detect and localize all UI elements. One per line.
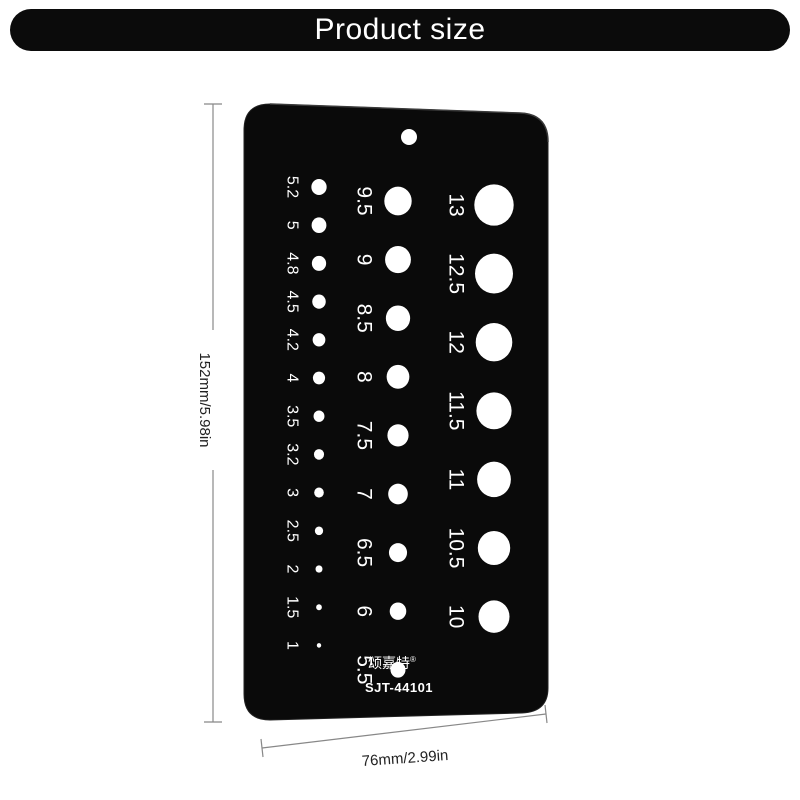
small-hole-5 <box>311 217 327 233</box>
banner-title: Product size <box>314 13 486 46</box>
height-dimension: 152mm/5.98in <box>195 103 222 723</box>
medium-hole-6.5 <box>388 543 408 563</box>
large-hole-11 <box>477 461 511 498</box>
small-size-label: 3.5 <box>284 405 301 427</box>
small-size-column: 5.2 5 4.8 4.5 4.2 4 3.5 3.2 3 2.5 2 1.5 1 <box>284 176 327 650</box>
medium-hole-6 <box>389 602 407 620</box>
height-label-bg <box>195 330 221 470</box>
model-number: SJT-44101 <box>365 680 433 695</box>
title-banner: Product size <box>10 9 790 51</box>
medium-size-label: 8 <box>353 371 376 383</box>
small-hole-3 <box>314 487 324 498</box>
width-dimension: 76mm/2.99in <box>260 704 548 770</box>
small-hole-2.5 <box>314 526 324 536</box>
large-hole-12 <box>475 322 513 362</box>
small-hole-4.8 <box>311 255 327 271</box>
small-size-label: 5.2 <box>284 176 301 198</box>
small-size-label: 4 <box>284 374 301 383</box>
large-size-label: 10 <box>445 605 468 628</box>
small-hole-4.5 <box>312 294 326 309</box>
width-label: 76mm/2.99in <box>361 747 449 770</box>
large-hole-13 <box>474 184 514 226</box>
small-hole-3.2 <box>313 449 325 460</box>
small-hole-1.5 <box>316 604 322 611</box>
brand-logo-text: 颂嘉特® <box>368 655 416 671</box>
medium-size-label: 7.5 <box>353 421 376 450</box>
small-size-label: 1 <box>284 641 301 650</box>
needle-gauge: 5.2 5 4.8 4.5 4.2 4 3.5 3.2 3 2.5 2 1.5 1 9.5 9 8.5 8 7.… <box>243 103 549 721</box>
medium-size-label: 7 <box>353 488 376 500</box>
medium-size-label: 8.5 <box>353 304 376 333</box>
large-hole-10.5 <box>477 530 511 566</box>
large-size-label: 11 <box>445 468 468 490</box>
medium-size-label: 6.5 <box>353 538 376 567</box>
large-hole-10 <box>478 600 510 633</box>
medium-size-label: 6 <box>353 605 376 617</box>
small-size-label: 2 <box>284 565 301 574</box>
small-hole-1 <box>316 643 322 648</box>
width-dimension-cap-left <box>260 738 264 758</box>
small-size-label: 2.5 <box>284 520 301 542</box>
small-size-label: 3.2 <box>284 443 301 465</box>
small-size-label: 1.5 <box>284 596 301 618</box>
small-size-label: 4.5 <box>284 290 301 312</box>
width-dimension-line <box>261 713 547 749</box>
medium-size-column: 9.5 9 8.5 8 7.5 7 6.5 6 5.5 <box>353 186 412 684</box>
large-size-label: 13 <box>445 193 468 216</box>
small-size-label: 5 <box>284 221 301 230</box>
small-hole-2 <box>315 565 323 573</box>
large-hole-11.5 <box>476 392 512 430</box>
gauge-edge-highlight <box>269 103 549 143</box>
small-hole-4 <box>312 371 326 385</box>
height-label: 152mm/5.98in <box>196 352 213 447</box>
medium-hole-9.5 <box>384 186 412 216</box>
small-hole-5.2 <box>311 178 327 196</box>
medium-size-label: 9 <box>353 254 376 266</box>
large-hole-12.5 <box>475 253 513 294</box>
medium-hole-5.5 <box>390 661 406 678</box>
medium-hole-8 <box>386 364 410 389</box>
medium-hole-7.5 <box>387 424 409 447</box>
large-size-label: 12.5 <box>445 253 468 294</box>
medium-hole-8.5 <box>385 305 411 331</box>
large-size-label: 10.5 <box>445 528 468 569</box>
small-hole-4.2 <box>312 333 326 347</box>
medium-size-label: 5.5 <box>353 655 376 684</box>
large-size-label: 11.5 <box>445 391 468 430</box>
small-size-label: 4.8 <box>284 252 301 274</box>
medium-hole-7 <box>388 483 408 505</box>
medium-size-label: 9.5 <box>353 186 376 215</box>
large-size-label: 12 <box>445 331 468 354</box>
medium-hole-9 <box>385 246 411 274</box>
small-size-label: 3 <box>284 488 301 497</box>
width-dimension-cap-right <box>544 704 548 724</box>
hanging-hole <box>401 129 417 145</box>
small-hole-3.5 <box>313 410 325 422</box>
large-size-column: 13 12.5 12 11.5 11 10.5 10 <box>445 184 514 633</box>
small-size-label: 4.2 <box>284 329 301 351</box>
